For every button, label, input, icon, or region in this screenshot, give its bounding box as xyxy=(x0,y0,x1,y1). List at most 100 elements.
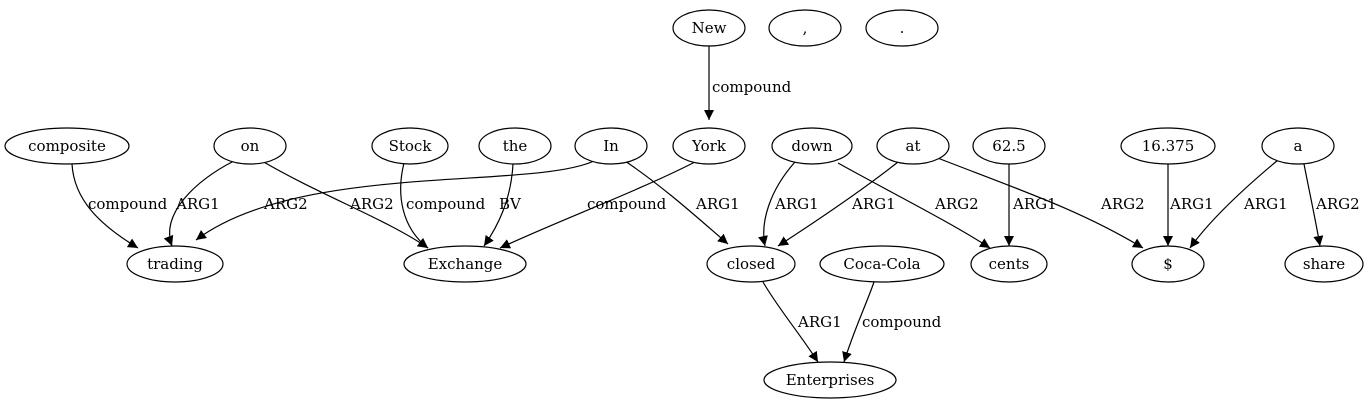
node-label: at xyxy=(906,137,921,155)
node-cents: cents xyxy=(970,245,1048,283)
edge-arrow xyxy=(163,160,235,247)
node-label: a xyxy=(1294,137,1303,155)
edge-arrow xyxy=(842,281,875,363)
node-ellipse xyxy=(819,245,945,283)
edge-arrow xyxy=(777,161,899,247)
node-label: down xyxy=(791,137,832,155)
edge-closed-Enterprises: ARG1 xyxy=(762,281,842,363)
edge-arrow xyxy=(762,281,819,363)
node-closed: closed xyxy=(706,245,796,283)
node-the: the xyxy=(478,127,552,165)
edge-at-closed: ARG1 xyxy=(777,161,899,247)
edge-composite-trading: compound xyxy=(71,163,168,249)
edge-arrow xyxy=(483,163,514,247)
node-trading: trading xyxy=(126,245,224,283)
edge-label: ARG1 xyxy=(695,195,740,213)
edge-arrow xyxy=(71,163,139,249)
edge-label: ARG1 xyxy=(797,313,842,331)
node-share: share xyxy=(1284,245,1364,283)
node-comma: , xyxy=(768,9,842,47)
node-label: on xyxy=(241,137,260,155)
edge-down-closed: ARG1 xyxy=(758,161,819,247)
node-ellipse xyxy=(4,127,130,165)
edge-arrow xyxy=(934,156,1144,249)
node-label: composite xyxy=(28,137,106,155)
edge-arrow xyxy=(400,162,429,249)
node-ellipse xyxy=(574,127,648,165)
node-ellipse xyxy=(1120,127,1216,165)
node-ellipse xyxy=(1284,245,1364,283)
node-period: . xyxy=(865,9,939,47)
node-ellipse xyxy=(876,127,950,165)
node-label: trading xyxy=(147,255,203,273)
node-ellipse xyxy=(763,361,897,399)
node-n16_375: 16.375 xyxy=(1120,127,1216,165)
edge-arrow xyxy=(499,161,696,249)
node-label: closed xyxy=(727,255,776,273)
edge-label: ARG1 xyxy=(1169,195,1214,213)
edge-CocaCola-Enterprises: compound xyxy=(842,281,942,363)
node-ellipse xyxy=(672,127,746,165)
edge-label: ARG1 xyxy=(1243,195,1288,213)
node-on: on xyxy=(213,127,287,165)
edge-label: compound xyxy=(587,195,667,213)
node-label: . xyxy=(900,19,905,37)
edge-label: ARG2 xyxy=(349,195,394,213)
node-label: York xyxy=(691,137,727,155)
node-at: at xyxy=(876,127,950,165)
edge-label: compound xyxy=(862,313,942,331)
node-ellipse xyxy=(1261,127,1335,165)
edge-down-cents: ARG2 xyxy=(837,162,991,249)
edge-label: compound xyxy=(88,195,168,213)
edge-arrow xyxy=(758,161,796,247)
node-label: Stock xyxy=(389,137,433,155)
node-ellipse xyxy=(371,127,449,165)
node-label: 16.375 xyxy=(1142,137,1195,155)
edge-label: BV xyxy=(499,195,522,213)
node-a: a xyxy=(1261,127,1335,165)
edge-In-closed: ARG1 xyxy=(624,160,740,245)
edge-label: ARG2 xyxy=(1100,195,1145,213)
edge-label: ARG1 xyxy=(774,195,819,213)
node-ellipse xyxy=(771,127,853,165)
node-ellipse xyxy=(706,245,796,283)
node-ellipse xyxy=(1131,245,1205,283)
edge-a-share: ARG2 xyxy=(1303,163,1360,247)
node-Stock: Stock xyxy=(371,127,449,165)
edge-In-trading: ARG2 xyxy=(195,160,595,241)
edge-at-dollar: ARG2 xyxy=(934,156,1145,249)
node-ellipse xyxy=(970,245,1048,283)
edge-label: compound xyxy=(712,78,792,96)
edge-Stock-Exchange: compound xyxy=(400,162,486,249)
edge-arrow xyxy=(837,162,991,249)
edge-on-trading: ARG1 xyxy=(163,160,235,247)
edge-label: ARG1 xyxy=(851,195,896,213)
node-ellipse xyxy=(972,127,1046,165)
node-ellipse xyxy=(478,127,552,165)
edge-arrow xyxy=(624,160,729,245)
edge-label: ARG1 xyxy=(1012,195,1057,213)
edge-label: ARG2 xyxy=(263,195,308,213)
edge-the-Exchange: BV xyxy=(483,163,522,247)
node-label: cents xyxy=(989,255,1030,273)
node-label: , xyxy=(803,19,808,37)
edge-label: ARG2 xyxy=(934,195,979,213)
node-down: down xyxy=(771,127,853,165)
edge-York-Exchange: compound xyxy=(499,161,696,249)
edge-label: ARG2 xyxy=(1315,195,1360,213)
node-composite: composite xyxy=(4,127,130,165)
node-CocaCola: Coca-Cola xyxy=(819,245,945,283)
node-label: $ xyxy=(1163,255,1173,273)
node-label: Coca-Cola xyxy=(843,255,920,273)
node-New: New xyxy=(672,9,746,47)
node-ellipse xyxy=(213,127,287,165)
edge-a-dollar: ARG1 xyxy=(1189,159,1288,249)
node-ellipse xyxy=(865,9,939,47)
edge-arrow xyxy=(1189,159,1279,249)
edge-arrow xyxy=(261,160,429,249)
node-label: share xyxy=(1303,255,1345,273)
node-ellipse xyxy=(126,245,224,283)
node-label: Exchange xyxy=(428,255,503,273)
